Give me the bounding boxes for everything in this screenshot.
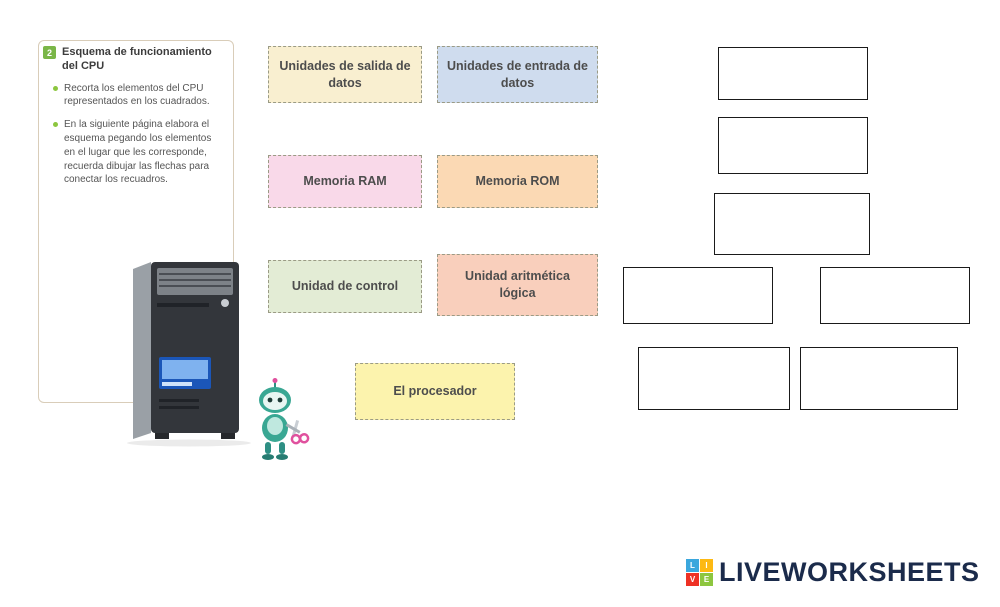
card-label: Unidades de salida de datos [279,58,411,90]
answer-slot-2[interactable] [718,117,868,174]
logo-tile: L [686,559,699,572]
instructions-title: Esquema de funcionamiento del CPU [62,46,212,73]
instruction-bullet: En la siguiente página elabora el esquem… [53,118,223,187]
label-card-procesador[interactable]: El procesador [355,363,515,420]
instruction-bullet: Recorta los elementos del CPU representa… [53,82,223,110]
logo-tile: E [700,573,713,586]
liveworksheets-logo-icon: L I V E [686,559,713,586]
answer-slot-3[interactable] [714,193,870,255]
answer-slot-1[interactable] [718,47,868,100]
label-card-rom[interactable]: Memoria ROM [437,155,598,208]
bullet-dot-icon [53,122,58,128]
label-card-entrada[interactable]: Unidades de entrada de datos [437,46,598,103]
card-label: Unidades de entrada de datos [446,58,588,90]
instructions-list: Recorta los elementos del CPU representa… [39,82,233,188]
label-card-control[interactable]: Unidad de control [268,260,422,313]
instruction-text: Recorta los elementos del CPU representa… [64,82,210,108]
card-label: Unidad de control [291,279,399,294]
answer-slot-5[interactable] [820,267,970,324]
logo-tile: I [700,559,713,572]
robot-scissors-image [247,377,311,470]
cpu-tower-image [119,259,254,452]
answer-slot-4[interactable] [623,267,773,324]
instruction-text: En la siguiente página elabora el esquem… [64,119,212,186]
label-card-salida[interactable]: Unidades de salida de datos [268,46,422,103]
card-label: Unidad aritmética lógica [465,269,570,300]
liveworksheets-logo: L I V E LIVEWORKSHEETS [686,557,980,588]
answer-slot-7[interactable] [800,347,958,410]
label-card-alu[interactable]: Unidad aritmética lógica [437,254,598,316]
card-label: Memoria RAM [303,174,387,189]
liveworksheets-logo-text: LIVEWORKSHEETS [719,557,980,587]
card-label: El procesador [393,384,477,399]
bullet-dot-icon [53,85,58,91]
answer-slot-6[interactable] [638,347,790,410]
step-number-badge: 2 [43,46,56,59]
instructions-header: 2 Esquema de funcionamiento del CPU [39,41,233,74]
label-card-ram[interactable]: Memoria RAM [268,155,422,208]
logo-tile: V [686,573,699,586]
instructions-panel: 2 Esquema de funcionamiento del CPU Reco… [38,40,310,460]
card-label: Memoria ROM [475,174,560,189]
